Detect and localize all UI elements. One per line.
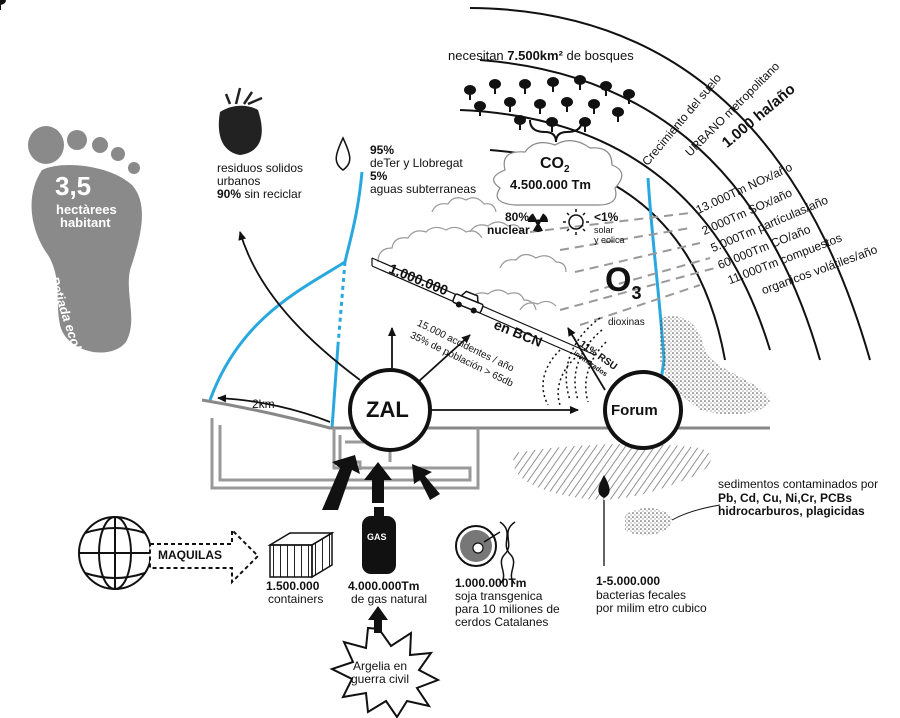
sediments-line3: hidrocarburos, plagicidas [718,504,865,518]
gas-label: de gas natural [351,592,428,606]
sediments-line2: Pb, Cd, Cu, Ni,Cr, PCBs [718,491,853,505]
coastline [201,398,770,430]
dna-icon [499,521,516,585]
waste-line1: residuos solidos [217,161,304,175]
renew-line2: y eolica [594,235,625,245]
forest-trees [0,0,6,10]
algeria-line2: guerra civil [350,672,410,686]
renew-line1: solar [594,225,614,235]
bacteria-line1: bacterias fecales [596,588,687,602]
car-icon [452,290,484,314]
soja-line3: cerdos Catalanes [455,615,549,629]
footprint-unit-line1: hectàrees [56,202,117,217]
sun-icon [563,209,589,235]
maquilas-arrow [149,527,260,585]
nuclear-icon [528,212,548,232]
soja-line2: para 10 miliones de [455,602,560,616]
zal-label[interactable]: ZAL [366,397,409,422]
soja-value: 1.000.000Tm [455,576,527,590]
polluted-sea-hatch [513,443,711,500]
footprint-value: 3,5 [55,171,92,201]
footprint-icon [28,126,142,353]
dioxinas-label: dioxinas [608,317,645,328]
polluted-plume-dots [660,316,770,415]
flow-arrows [217,231,606,423]
footprint-unit-line2: habitant [60,215,111,230]
waste-line2: urbanos [217,174,261,188]
containers-icon [267,531,335,579]
gas-cylinder-icon [362,507,396,574]
forest-brace [529,119,583,143]
distance-label: 2km [252,397,275,411]
containers-label: containers [268,592,324,606]
co2-label: CO2 [540,155,570,176]
trash-bag-icon [218,87,263,155]
dioxin-waves [542,317,607,406]
containers-value: 1.500.000 [266,579,320,593]
waste-line3: 90% sin reciclar [217,187,302,201]
gas-value: 4.000.000Tm [348,579,420,593]
sediment-dots [625,508,672,536]
globe-icon [78,516,152,590]
maquilas-label: MAQUILAS [158,548,222,562]
forum-circle [603,370,683,450]
soy-cell-icon [455,525,497,567]
nuclear-label: nuclear [487,223,530,237]
renew-pct: <1% [594,210,619,224]
water-line1: deTer y Llobregat [370,156,463,170]
explosion-star-icon [329,626,441,718]
water-drop-icon [335,136,351,171]
algeria-line1: Argelia en [352,659,408,673]
gas-icon-label: GAS [367,532,387,542]
oil-drop-icon [598,475,610,498]
smog-clouds [377,197,567,311]
water-pct1: 95% [370,143,395,157]
forest-text: necesitan 7.500km² de bosques [448,48,634,63]
forum-label[interactable]: Forum [611,402,658,419]
co2-cloud [493,140,623,206]
co2-value: 4.500.000 Tm [510,177,591,192]
water-line2: aguas subterraneas [370,182,477,196]
algeria-up-arrow [368,606,388,633]
water-pct2: 5% [370,169,388,183]
bacteria-value: 1-5.000.000 [596,574,661,588]
ozone-label: O3 [605,261,642,303]
nuclear-pct: 80% [505,210,530,224]
inbound-arrows [322,455,440,510]
bacteria-line2: por milim etro cubico [596,601,707,615]
sediments-line1: sedimentos contaminados por [718,477,879,491]
soja-line1: soja transgenica [455,589,543,603]
